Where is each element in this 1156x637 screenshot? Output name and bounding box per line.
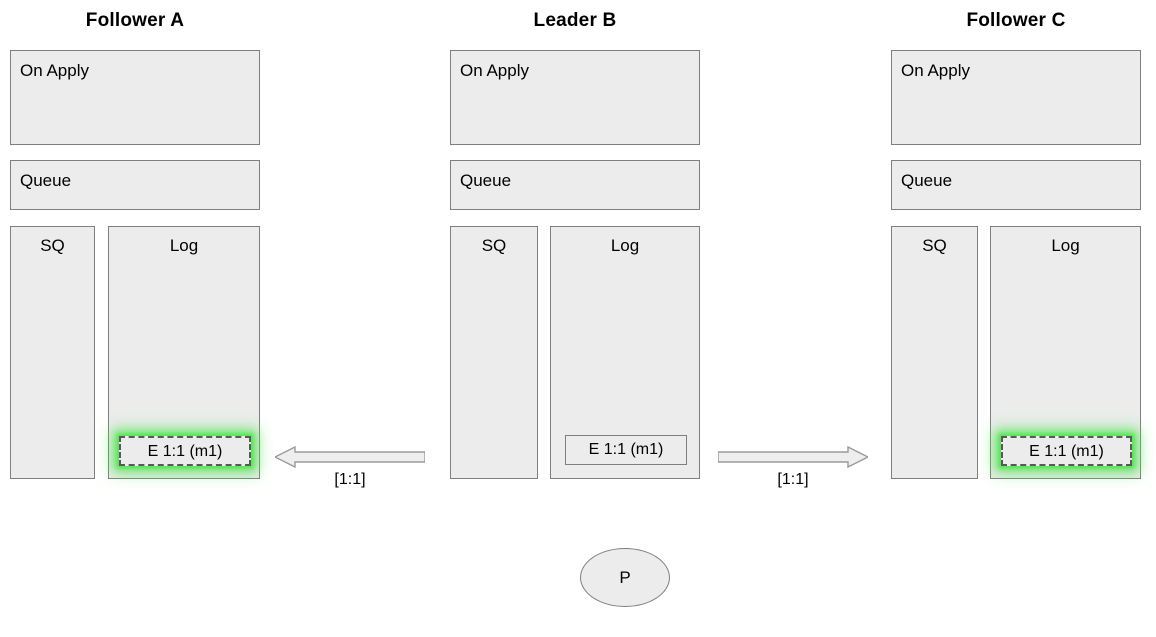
follower-c-log-entry[interactable]: E 1:1 (m1) (1001, 436, 1132, 466)
follower-c-sq-box[interactable]: SQ (891, 226, 978, 479)
follower-c-on-apply-label: On Apply (901, 61, 970, 80)
arrow-leader-to-follower-c-label: [1:1] (777, 471, 809, 488)
client-node-label: P (619, 567, 631, 587)
follower-a-queue-box[interactable]: Queue (10, 160, 260, 210)
follower-c-sq-label: SQ (922, 236, 947, 255)
client-node-ellipse[interactable]: P (580, 548, 670, 607)
left-block-arrow-icon (275, 445, 425, 469)
leader-b-sq-box[interactable]: SQ (450, 226, 538, 479)
follower-c-log-label: Log (1051, 236, 1080, 255)
leader-b-sq-label: SQ (481, 236, 507, 255)
leader-b-log-entry[interactable]: E 1:1 (m1) (565, 435, 687, 465)
follower-a-log-entry[interactable]: E 1:1 (m1) (119, 436, 251, 466)
column-title-leader-b: Leader B (533, 10, 617, 31)
follower-c-on-apply-box[interactable]: On Apply (891, 50, 1141, 145)
follower-a-log-label: Log (169, 236, 199, 255)
leader-b-queue-label: Queue (460, 171, 512, 190)
leader-b-log-box[interactable]: Log E 1:1 (m1) (550, 226, 700, 479)
right-block-arrow-icon (718, 445, 868, 469)
follower-a-sq-box[interactable]: SQ (10, 226, 95, 479)
leader-b-on-apply-label: On Apply (460, 61, 529, 80)
leader-b-log-label: Log (610, 236, 640, 255)
column-title-follower-a: Follower A (85, 10, 185, 31)
follower-c-queue-box[interactable]: Queue (891, 160, 1141, 210)
arrow-leader-to-follower-a-label: [1:1] (334, 471, 366, 488)
leader-b-queue-box[interactable]: Queue (450, 160, 700, 210)
follower-c-log-box[interactable]: Log E 1:1 (m1) (990, 226, 1141, 479)
column-title-follower-c: Follower C (966, 10, 1066, 31)
follower-a-on-apply-box[interactable]: On Apply (10, 50, 260, 145)
arrow-leader-to-follower-c[interactable]: [1:1] (718, 445, 868, 491)
follower-a-queue-label: Queue (20, 171, 72, 190)
follower-a-on-apply-label: On Apply (20, 61, 89, 80)
follower-a-sq-label: SQ (40, 236, 65, 255)
follower-a-log-box[interactable]: Log E 1:1 (m1) (108, 226, 260, 479)
follower-c-queue-label: Queue (901, 171, 953, 190)
leader-b-on-apply-box[interactable]: On Apply (450, 50, 700, 145)
arrow-leader-to-follower-a[interactable]: [1:1] (275, 445, 425, 491)
